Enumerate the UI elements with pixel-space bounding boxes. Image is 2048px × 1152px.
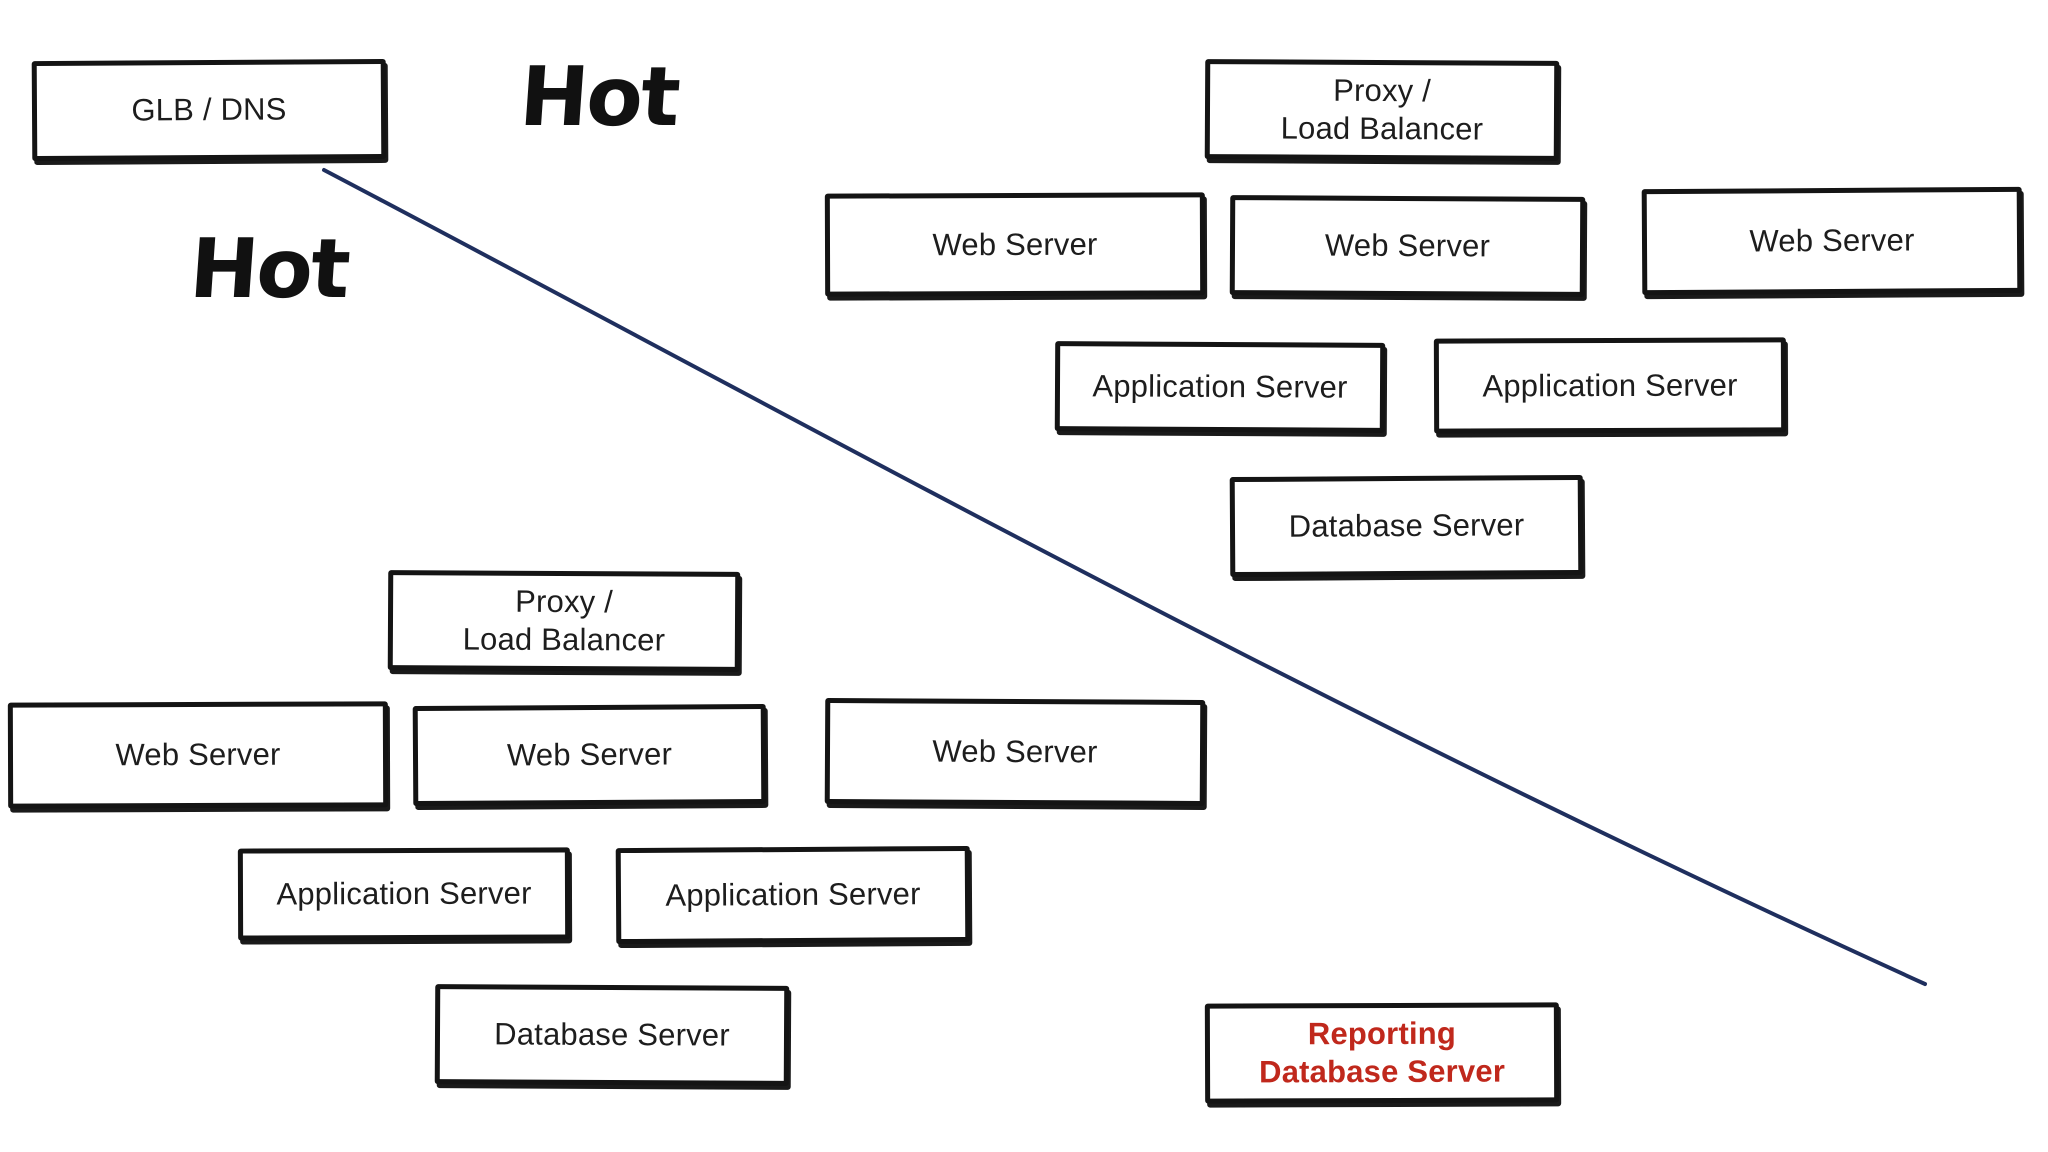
box-label: Web Server: [932, 733, 1098, 770]
box-label: Application Server: [665, 876, 921, 913]
web-server-box: Web Server: [412, 703, 767, 807]
box-label: Web Server: [1324, 227, 1491, 264]
box-label: Web Server: [506, 736, 673, 773]
web-server-box: Web Server: [1641, 186, 2023, 296]
reporting-database-server-box: Reporting Database Server: [1204, 1002, 1560, 1104]
glb-dns-box: GLB / DNS: [31, 58, 387, 162]
proxy-load-balancer-box: Proxy / Load Balancer: [387, 570, 741, 672]
proxy-load-balancer-box: Proxy / Load Balancer: [1204, 59, 1560, 161]
box-label: Application Server: [1092, 368, 1348, 405]
web-server-box: Web Server: [824, 192, 1206, 297]
box-label: Proxy / Load Balancer: [462, 583, 666, 658]
application-server-box: Application Server: [1433, 337, 1787, 434]
web-server-box: Web Server: [1229, 195, 1586, 297]
box-label: Web Server: [115, 736, 281, 773]
box-label: Web Server: [932, 226, 1098, 262]
database-server-box: Database Server: [434, 984, 790, 1086]
application-server-box: Application Server: [237, 847, 571, 941]
database-server-box: Database Server: [1229, 474, 1584, 578]
box-label: Web Server: [1749, 222, 1915, 259]
diagonal-divider-line: [322, 168, 1927, 986]
box-label: Database Server: [1288, 507, 1525, 544]
application-server-box: Application Server: [615, 845, 971, 945]
box-label: Reporting Database Server: [1259, 1015, 1506, 1090]
box-label: Database Server: [494, 1016, 730, 1053]
application-server-box: Application Server: [1054, 341, 1386, 433]
box-label: Application Server: [276, 875, 532, 912]
web-server-box: Web Server: [7, 701, 389, 809]
web-server-box: Web Server: [824, 698, 1206, 806]
hot-label-top: Hot: [516, 50, 682, 145]
hot-label-left: Hot: [186, 222, 352, 317]
box-label: Proxy / Load Balancer: [1280, 72, 1484, 147]
box-label: Application Server: [1482, 367, 1738, 404]
box-label: GLB / DNS: [131, 91, 287, 128]
